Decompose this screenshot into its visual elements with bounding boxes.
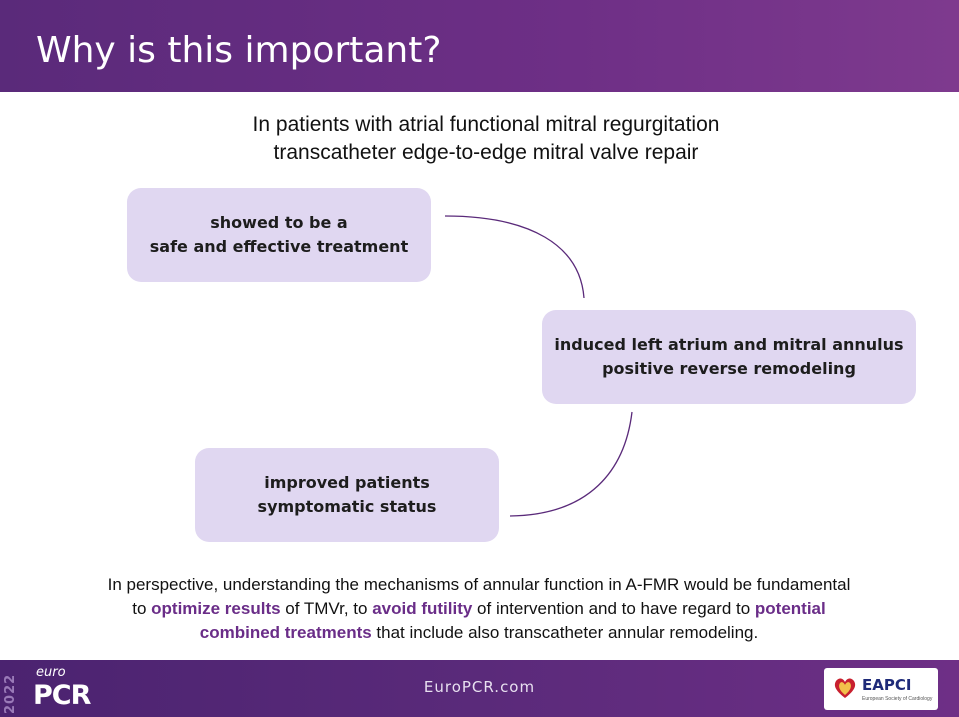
conclusion-text: In perspective, understanding the mechan… xyxy=(10,573,948,645)
footer-url: EuroPCR.com xyxy=(423,678,536,696)
slide-header: Why is this important? xyxy=(0,0,959,92)
slide-footer xyxy=(0,660,959,717)
step-1-line-2: safe and effective treatment xyxy=(149,237,409,256)
heart-icon xyxy=(834,678,856,698)
step-box-reverse-remodeling: induced left atrium and mitral annulus p… xyxy=(542,310,916,404)
connector-arrow-1 xyxy=(444,215,585,299)
highlight-avoid-futility: avoid futility xyxy=(372,599,473,618)
europcr-logo-euro: euro xyxy=(36,665,66,680)
step-1-line-1: showed to be a xyxy=(210,213,348,232)
step-box-symptomatic-status: improved patients symptomatic status xyxy=(195,448,499,542)
eapci-logo-text: EAPCI xyxy=(862,676,912,694)
eapci-logo: EAPCI European Society of Cardiology xyxy=(824,668,938,710)
conclusion-line-2: to optimize results of TMVr, to avoid fu… xyxy=(10,597,948,621)
connector-arrow-2 xyxy=(509,411,633,517)
eapci-logo-subtext: European Society of Cardiology xyxy=(862,696,933,702)
intro-text: In patients with atrial functional mitra… xyxy=(0,111,959,167)
conclusion-text-segment: of TMVr, to xyxy=(280,599,373,618)
step-2-line-1: induced left atrium and mitral annulus xyxy=(554,335,904,354)
europcr-logo-pcr: PCR xyxy=(33,680,91,711)
conclusion-text-segment: that include also transcatheter annular … xyxy=(371,623,759,642)
step-box-safe-effective: showed to be a safe and effective treatm… xyxy=(127,188,431,282)
conclusion-text-segment: to xyxy=(132,599,152,618)
slide-title: Why is this important? xyxy=(36,30,442,71)
highlight-potential: potential xyxy=(754,599,826,618)
step-3-line-1: improved patients xyxy=(264,473,430,492)
highlight-combined-treatments: combined treatments xyxy=(199,623,372,642)
conclusion-line-3: combined treatments that include also tr… xyxy=(10,621,948,645)
conclusion-text-segment: of intervention and to have regard to xyxy=(472,599,755,618)
highlight-optimize-results: optimize results xyxy=(151,599,281,618)
intro-line-1: In patients with atrial functional mitra… xyxy=(252,113,720,136)
step-3-line-2: symptomatic status xyxy=(257,497,437,516)
conclusion-line-1: In perspective, understanding the mechan… xyxy=(107,575,851,594)
step-2-line-2: positive reverse remodeling xyxy=(602,359,856,378)
intro-line-2: transcatheter edge-to-edge mitral valve … xyxy=(273,141,699,164)
